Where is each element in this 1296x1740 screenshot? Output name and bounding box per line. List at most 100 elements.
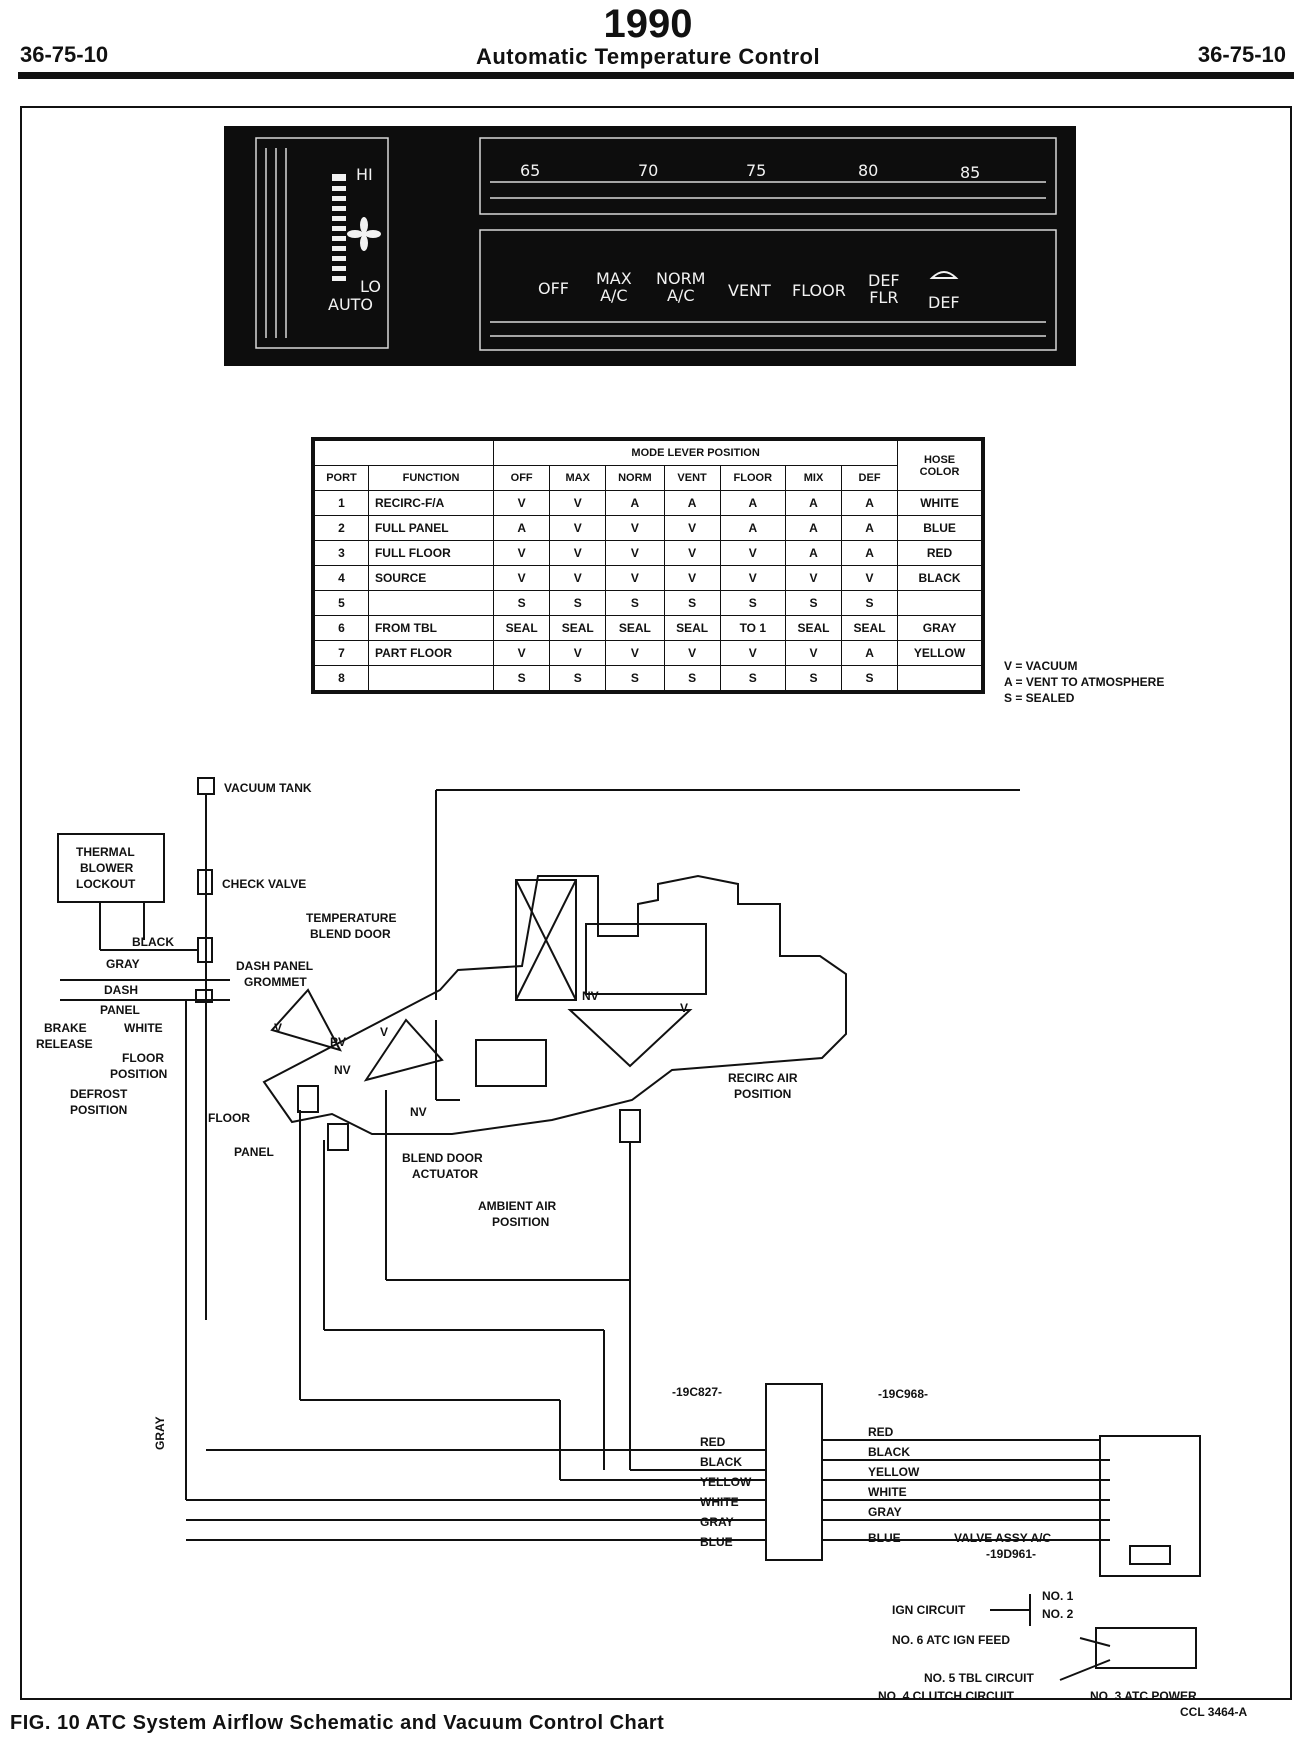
label-no1: NO. 1 — [1042, 1589, 1074, 1603]
evaporator-core — [515, 879, 577, 1001]
label-recirc-air: RECIRC AIR — [728, 1071, 798, 1085]
label-part-19c827: -19C827- — [672, 1385, 722, 1399]
column-header: DEF — [841, 465, 899, 491]
table-cell: V — [719, 640, 786, 666]
temp-85: 85 — [960, 163, 981, 182]
table-cell: V — [605, 515, 665, 541]
mode-def: DEF — [928, 293, 960, 312]
table-cell: A — [605, 490, 665, 516]
figure-caption: FIG. 10 ATC System Airflow Schematic and… — [10, 1712, 665, 1734]
table-cell: RED — [897, 540, 982, 566]
table-cell: SEAL — [605, 615, 665, 641]
table-cell: SEAL — [663, 615, 721, 641]
label-no2: NO. 2 — [1042, 1607, 1074, 1621]
table-cell: BLUE — [897, 515, 982, 541]
table-cell: A — [841, 640, 899, 666]
hose-labels-right: RED BLACK YELLOW WHITE GRAY BLUE — [868, 1425, 920, 1545]
table-cell: SEAL — [493, 615, 551, 641]
label-dash-panel: DASH PANEL — [236, 959, 313, 973]
hose-left-black: BLACK — [700, 1455, 742, 1469]
label-pv: PV — [330, 1035, 346, 1049]
page-title: Automatic Temperature Control — [475, 44, 821, 69]
temp-70: 70 — [638, 161, 659, 180]
table-cell: S — [605, 665, 665, 691]
label-release: RELEASE — [36, 1037, 93, 1051]
vacuum-tank-symbol — [197, 777, 215, 795]
section-code-right: 36-75-10 — [1197, 42, 1286, 67]
check-valve-symbol — [197, 869, 213, 895]
column-header: FLOOR — [719, 465, 786, 491]
hose-left-white: WHITE — [700, 1495, 739, 1509]
column-header: MAX — [549, 465, 607, 491]
table-cell: SEAL — [841, 615, 899, 641]
label-no3: NO. 3 ATC POWER — [1090, 1689, 1197, 1703]
table-cell: A — [784, 515, 843, 541]
hose-right-black: BLACK — [868, 1445, 910, 1459]
blower-motor — [585, 923, 707, 995]
fan-lo-label: LO — [360, 277, 381, 296]
hose-left-blue: BLUE — [700, 1535, 733, 1549]
label-ambient-air: AMBIENT AIR — [478, 1199, 557, 1213]
table-cell: TO 1 — [719, 615, 786, 641]
label-ref-code: CCL 3464-A — [1180, 1705, 1247, 1719]
legend-sealed: S = SEALED — [1004, 691, 1075, 705]
table-cell: S — [841, 665, 899, 691]
table-cell: A — [841, 515, 899, 541]
hose-color-header: HOSE COLOR — [897, 440, 982, 491]
table-cell: S — [663, 665, 721, 691]
label-v-3: V — [680, 1001, 688, 1015]
table-cell: 7 — [314, 640, 369, 666]
hose-right-gray: GRAY — [868, 1505, 902, 1519]
table-cell: S — [549, 590, 607, 616]
label-blend-door: BLEND DOOR — [310, 927, 391, 941]
table-cell: V — [605, 640, 665, 666]
table-cell: V — [549, 490, 607, 516]
hose-left-gray: GRAY — [700, 1515, 734, 1529]
table-cell: S — [719, 665, 786, 691]
label-dash: DASH — [104, 983, 138, 997]
mode-lever-header: MODE LEVER POSITION — [493, 440, 899, 466]
table-cell: RECIRC-F/A — [367, 490, 495, 516]
label-nv-1: NV — [334, 1063, 351, 1077]
figure-frame — [20, 106, 1292, 1700]
table-cell: V — [663, 640, 721, 666]
hose-left-yellow: YELLOW — [700, 1475, 752, 1489]
label-no4: NO. 4 CLUTCH CIRCUIT — [878, 1689, 1015, 1703]
label-grommet: GROMMET — [244, 975, 307, 989]
table-cell: S — [549, 665, 607, 691]
label-blend-door-actuator-2: ACTUATOR — [412, 1167, 479, 1181]
label-gray-hose: GRAY — [106, 957, 140, 971]
hose-left-red: RED — [700, 1435, 726, 1449]
table-cell — [367, 590, 495, 616]
table-cell: SEAL — [549, 615, 607, 641]
label-blend-door-actuator-1: BLEND DOOR — [402, 1151, 483, 1165]
label-no6: NO. 6 ATC IGN FEED — [892, 1633, 1010, 1647]
table-cell: S — [663, 590, 721, 616]
panel-door — [363, 1018, 444, 1082]
table-cell: V — [719, 540, 786, 566]
label-ambient-position: POSITION — [492, 1215, 549, 1229]
fan-hi-label: HI — [356, 165, 373, 184]
thermal-lockout-box — [57, 833, 165, 903]
label-ign-circuit: IGN CIRCUIT — [892, 1603, 966, 1617]
table-cell: V — [663, 515, 721, 541]
table-cell: 8 — [314, 665, 369, 691]
label-blower: BLOWER — [80, 861, 134, 875]
label-valve-assy: VALVE ASSY A/C — [954, 1531, 1051, 1545]
label-panel: PANEL — [100, 1003, 140, 1017]
label-panel-actuator: PANEL — [234, 1145, 274, 1159]
mode-vent: VENT — [728, 281, 771, 300]
label-nv-3: NV — [582, 989, 599, 1003]
label-floor-actuator: FLOOR — [208, 1111, 250, 1125]
mode-max-ac: MAX A/C — [596, 269, 632, 305]
table-cell: V — [493, 540, 551, 566]
label-valve-part: -19D961- — [986, 1547, 1036, 1561]
legend-vent: A = VENT TO ATMOSPHERE — [1004, 675, 1165, 689]
header-rule — [18, 72, 1294, 79]
